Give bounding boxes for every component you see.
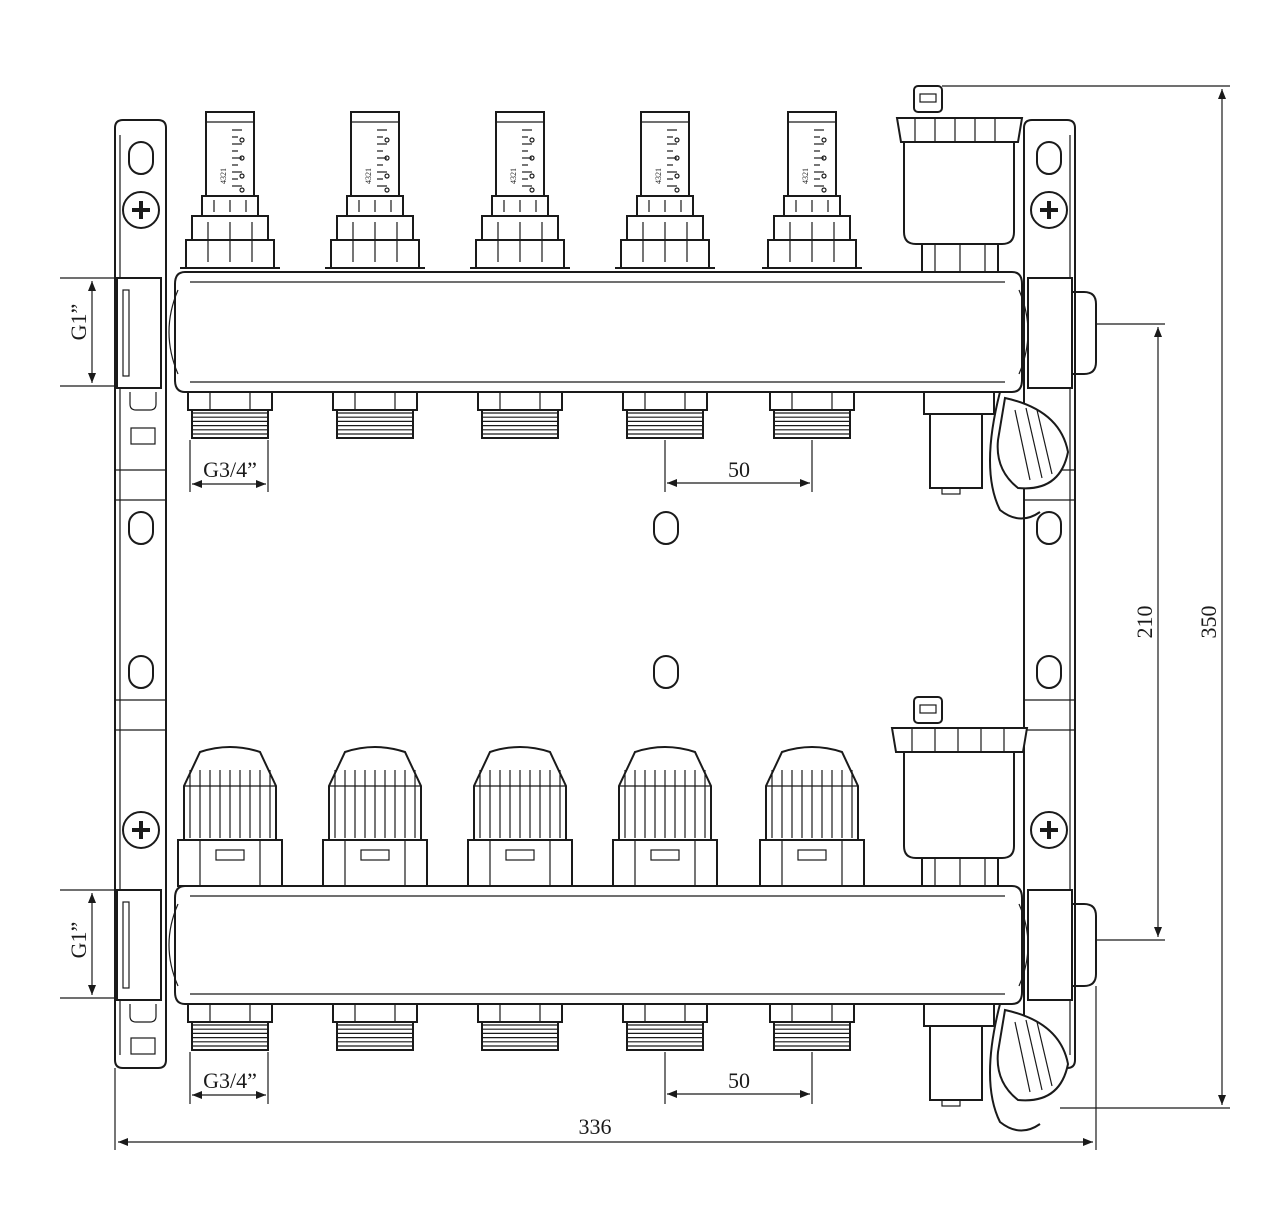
outlet-fitting [187,391,273,439]
mounting-slot [128,655,154,689]
valve-handwheel [177,746,283,887]
return-bar-bottom [168,885,1029,1005]
outlet-fitting [187,1003,273,1051]
dim-total-width: 336 [579,1114,612,1139]
dim-inlet-thread-top: G1” [66,304,91,341]
screw [1030,191,1068,229]
outlet-fitting [332,1003,418,1051]
air-vent-bottom [890,696,1029,887]
mounting-slot [128,511,154,545]
valve-handwheels [177,746,865,887]
outlet-fittings-top [187,391,855,439]
mounting-slot [653,655,679,689]
outlet-fitting [622,1003,708,1051]
dim-pitch-bottom: 50 [728,1068,750,1093]
valve-handwheel [612,746,718,887]
outlet-fitting [477,1003,563,1051]
dim-center-distance: 210 [1132,606,1157,639]
air-vent-top [895,85,1024,273]
screw [1030,811,1068,849]
flowmeter-scale-label: 4321 [801,168,810,184]
outlet-fitting [332,391,418,439]
mounting-slot [1036,141,1062,175]
dim-total-height: 350 [1196,606,1221,639]
end-cap-top-right [1027,277,1097,389]
valve-handwheel [759,746,865,887]
dim-inlet-thread-bottom: G1” [66,922,91,959]
flowmeter-scale-label: 4321 [509,168,518,184]
flowmeter-scale-label: 4321 [364,168,373,184]
flowmeter: 4321 [180,111,280,269]
mounting-slot [1036,511,1062,545]
valve-handwheel [322,746,428,887]
outlet-fitting [769,1003,855,1051]
dim-outlet-thread-bottom: G3/4” [203,1068,257,1093]
valve-handwheel [467,746,573,887]
mounting-slot [1036,655,1062,689]
bracket-mounting-slots [115,141,1075,731]
outlet-fitting [622,391,708,439]
flowmeter: 4321 [615,111,715,269]
bracket-clips [129,392,157,1055]
inlet-connection-bottom-left [116,889,162,1001]
drain-valve-bottom [923,1003,1070,1132]
flowmeter: 4321 [762,111,862,269]
mounting-slot [128,141,154,175]
screw [122,811,160,849]
outlet-fitting [477,391,563,439]
flowmeter: 4321 [325,111,425,269]
drain-valve-top [923,391,1070,520]
dim-pitch-top: 50 [728,457,750,482]
flowmeter: 4321 [470,111,570,269]
screw [122,191,160,229]
mounting-slot [653,511,679,545]
flowmeter-scale-label: 4321 [654,168,663,184]
supply-bar-top [168,271,1029,393]
flowmeter-scale-label: 4321 [219,168,228,184]
end-cap-bottom-right [1027,889,1097,1001]
flowmeters: 4321 4321 4321 4321 4321 [180,111,862,269]
outlet-fittings-bottom [187,1003,855,1051]
inlet-connection-top-left [116,277,162,389]
outlet-fitting [769,391,855,439]
dimension-lines [60,85,1230,1150]
dim-outlet-thread-top: G3/4” [203,457,257,482]
